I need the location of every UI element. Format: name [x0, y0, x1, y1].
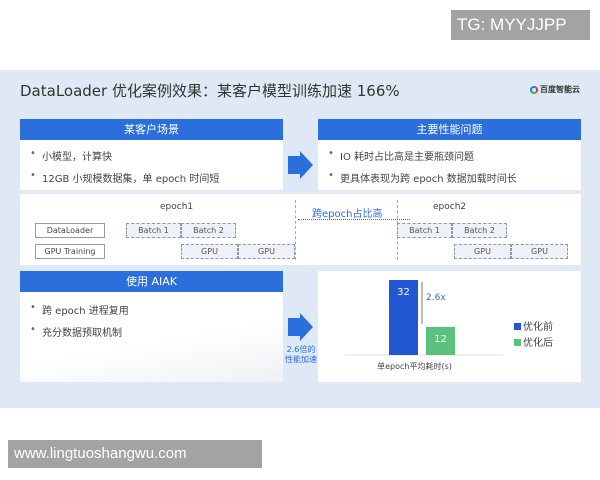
timeline-panel: epoch1 epoch2 跨epoch占比高 DataLoader GPU T…	[20, 194, 581, 265]
gpu-block: GPU	[454, 244, 511, 259]
chart-xlabel: 单epoch平均耗时(s)	[377, 362, 452, 371]
logo-icon	[530, 85, 538, 94]
chart-annotation: 2.6x	[426, 293, 446, 303]
solution-item: 充分数据预取机制	[30, 324, 283, 339]
gpu-block: GPU	[238, 244, 295, 259]
chart-legend: 优化前 优化后	[514, 320, 553, 352]
scenario-header: 某客户场景	[20, 119, 283, 140]
chart-panel: 32 12 单epoch平均耗时(s) 2.6x 优化前 优化后	[318, 271, 581, 382]
epoch1-label: epoch1	[160, 202, 194, 212]
batch-block: Batch 2	[181, 223, 236, 238]
watermark-bottom: www.lingtuoshangwu.com	[8, 440, 262, 468]
bar	[389, 280, 418, 355]
gpu-block: GPU	[511, 244, 568, 259]
bar	[426, 326, 455, 355]
speedup-line: 性能加速	[285, 355, 317, 364]
watermark-top: TG: MYYJJPP	[451, 10, 590, 40]
bar-value-label: 32	[397, 287, 410, 298]
solution-card: 使用 AIAK 跨 epoch 进程复用 充分数据预取机制	[20, 271, 283, 382]
speedup-line: 2.6倍的	[286, 345, 316, 354]
epoch-divider	[295, 200, 296, 260]
problem-item: 更具体表现为跨 epoch 数据加载时间长	[328, 170, 581, 185]
legend-item: 优化前	[514, 320, 553, 336]
arrow-right-icon	[288, 313, 313, 341]
gap-arrow	[298, 219, 410, 220]
solution-header: 使用 AIAK	[20, 271, 283, 292]
speedup-label: 2.6倍的 性能加速	[283, 345, 319, 365]
row-label-gpu: GPU Training	[35, 244, 105, 259]
problem-card: 主要性能问题 IO 耗时占比高是主要瓶颈问题 更具体表现为跨 epoch 数据加…	[318, 119, 581, 190]
problem-item: IO 耗时占比高是主要瓶颈问题	[328, 148, 581, 163]
arrow-right-icon	[288, 151, 313, 179]
scenario-item: 小模型，计算快	[30, 148, 283, 163]
gpu-block: GPU	[181, 244, 238, 259]
logo-text: 百度智能云	[540, 85, 580, 94]
bar-chart: 32 12	[345, 280, 503, 356]
batch-block: Batch 1	[397, 223, 452, 238]
batch-block: Batch 1	[126, 223, 181, 238]
epoch2-label: epoch2	[433, 202, 467, 212]
scenario-card: 某客户场景 小模型，计算快 12GB 小规模数据集，单 epoch 时间短	[20, 119, 283, 190]
slide-title: DataLoader 优化案例效果：某客户模型训练加速 166%	[20, 82, 400, 100]
gap-label: 跨epoch占比高	[312, 209, 383, 220]
bar-value-label: 12	[434, 334, 447, 345]
problem-header: 主要性能问题	[318, 119, 581, 140]
solution-item: 跨 epoch 进程复用	[30, 302, 283, 317]
batch-block: Batch 2	[452, 223, 507, 238]
brand-logo: 百度智能云	[530, 84, 580, 95]
row-label-dataloader: DataLoader	[35, 223, 105, 238]
scenario-item: 12GB 小规模数据集，单 epoch 时间短	[30, 170, 283, 185]
legend-item: 优化后	[514, 336, 553, 352]
